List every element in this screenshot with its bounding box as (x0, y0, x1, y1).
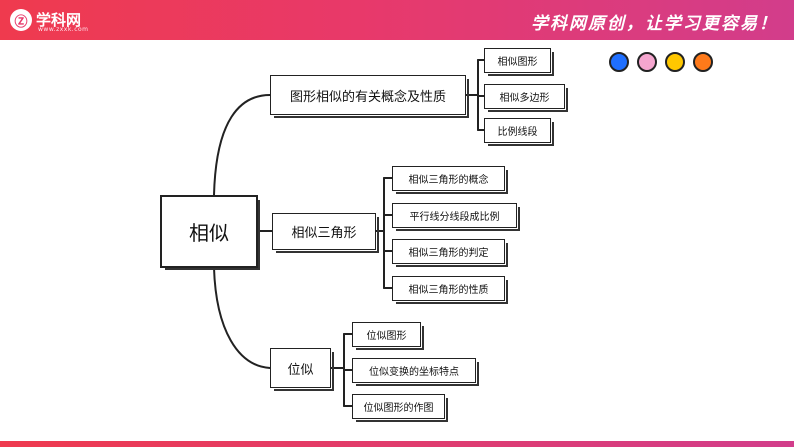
blue-dot (609, 52, 629, 72)
branch-node-1[interactable]: 图形相似的有关概念及性质 (270, 75, 469, 118)
logo[interactable]: Ⓩ 学科网 (10, 6, 81, 34)
footer-bar (0, 441, 794, 447)
leaf-node[interactable]: 相似图形 (484, 48, 554, 76)
leaf-node[interactable]: 平行线分线段成比例 (392, 203, 520, 231)
slogan: 学科网原创，让学习更容易！ (531, 14, 778, 34)
branch-node-2[interactable]: 相似三角形 (272, 213, 379, 253)
leaf-node[interactable]: 位似图形的作图 (352, 394, 448, 422)
header-bar: Ⓩ 学科网 www.zxxk.com 学科网原创，让学习更容易！ (0, 0, 794, 40)
leaf-node[interactable]: 位似图形 (352, 322, 424, 350)
leaf-node[interactable]: 位似变换的坐标特点 (352, 358, 479, 386)
leaf-node[interactable]: 相似三角形的判定 (392, 239, 508, 267)
connector-root-branch-1 (213, 94, 271, 196)
root-node[interactable]: 相似 (160, 195, 260, 270)
logo-text: 学科网 (36, 10, 82, 29)
leaf-node[interactable]: 比例线段 (484, 118, 554, 146)
pink-dot (637, 52, 657, 72)
leaf-node[interactable]: 相似三角形的概念 (392, 166, 508, 194)
branch-node-3[interactable]: 位似 (270, 348, 334, 391)
leaf-node[interactable]: 相似三角形的性质 (392, 276, 508, 304)
connector-root-branch-3 (213, 267, 271, 369)
leaf-node[interactable]: 相似多边形 (484, 84, 568, 112)
logo-url: www.zxxk.com (38, 26, 89, 33)
logo-icon: Ⓩ (10, 9, 32, 31)
yellow-dot (665, 52, 685, 72)
orange-dot (693, 52, 713, 72)
color-dots (609, 52, 713, 72)
